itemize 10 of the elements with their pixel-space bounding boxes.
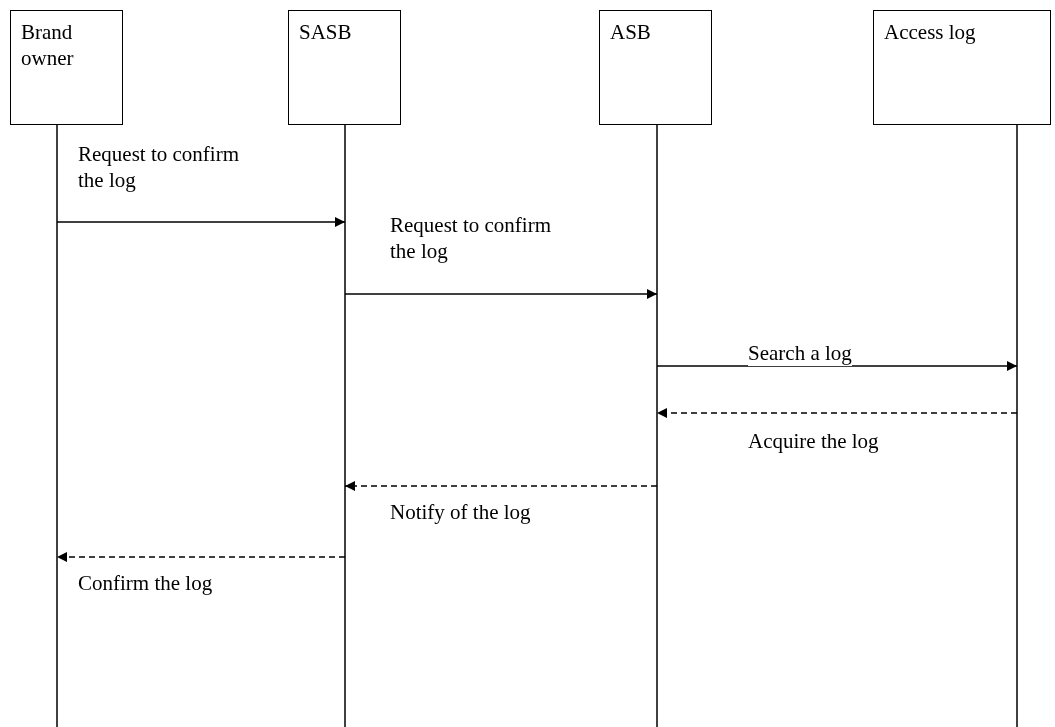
participant-box: ASB [599, 10, 712, 125]
participant-box: Brand owner [10, 10, 123, 125]
message-arrow [656, 408, 1018, 418]
message-arrow [56, 217, 346, 227]
participant-box: Access log [873, 10, 1051, 125]
message-arrow [56, 552, 346, 562]
message-arrow [656, 361, 1018, 371]
message-arrow [344, 481, 658, 491]
message-arrow [344, 289, 658, 299]
participant-box: SASB [288, 10, 401, 125]
